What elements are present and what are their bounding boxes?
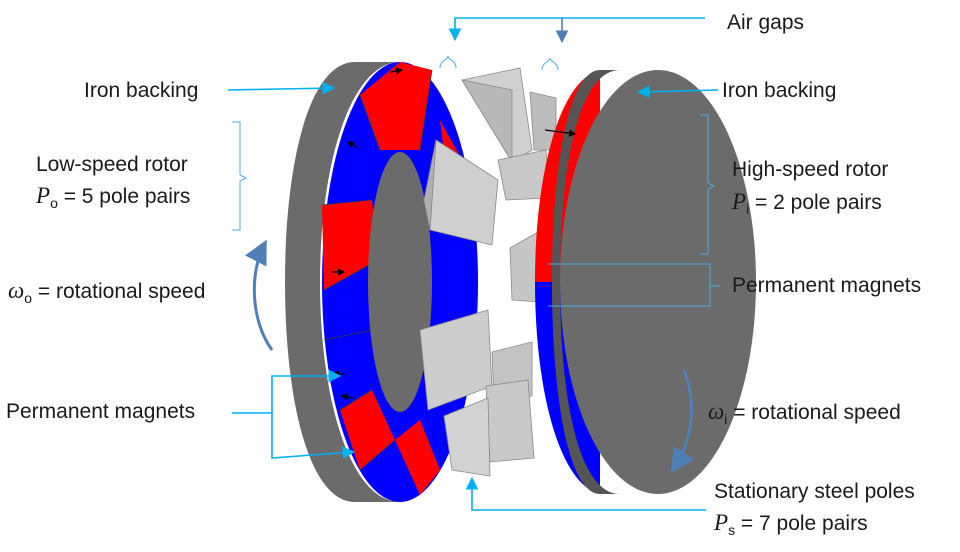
callouts <box>227 17 720 511</box>
steel-pole <box>423 139 437 231</box>
omega-i-label: ωi = rotational speed <box>708 399 901 428</box>
low-speed-rotor-label: Low-speed rotor <box>36 153 188 176</box>
omega-o-arrow <box>245 239 274 351</box>
high-speed-pole-pairs: Pi = 2 pole pairs <box>732 189 882 218</box>
stationary-steel-poles-label: Stationary steel poles <box>714 480 915 503</box>
left-iron-backing <box>285 62 400 502</box>
magnet-segment-red <box>395 420 440 495</box>
steel-pole <box>443 397 491 477</box>
iron-backing-right-label: Iron backing <box>722 79 837 102</box>
low-speed-pole-pairs: Po = 5 pole pairs <box>36 183 191 212</box>
iron-backing-left-label: Iron backing <box>84 79 199 102</box>
high-speed-rotor-label: High-speed rotor <box>732 158 889 181</box>
omega-o-label: ωo = rotational speed <box>8 278 206 307</box>
rotation-arrows <box>245 239 694 473</box>
magnet-segment-red <box>360 62 432 150</box>
left-inner-bore <box>368 152 432 412</box>
right-iron-backing <box>560 70 756 494</box>
high-speed-rotor <box>535 70 756 494</box>
steel-pole <box>485 379 535 463</box>
steel-pole <box>461 79 513 164</box>
permanent-magnets-left-label: Permanent magnets <box>6 400 196 423</box>
air-gaps-label: Air gaps <box>727 11 805 34</box>
omega-i-arrow <box>670 369 694 473</box>
permanent-magnets-right-label: Permanent magnets <box>732 274 922 297</box>
steel-pole <box>429 139 499 246</box>
stationary-steel-poles <box>419 67 557 477</box>
stationary-pole-pairs: Ps = 7 pole pairs <box>714 510 868 539</box>
